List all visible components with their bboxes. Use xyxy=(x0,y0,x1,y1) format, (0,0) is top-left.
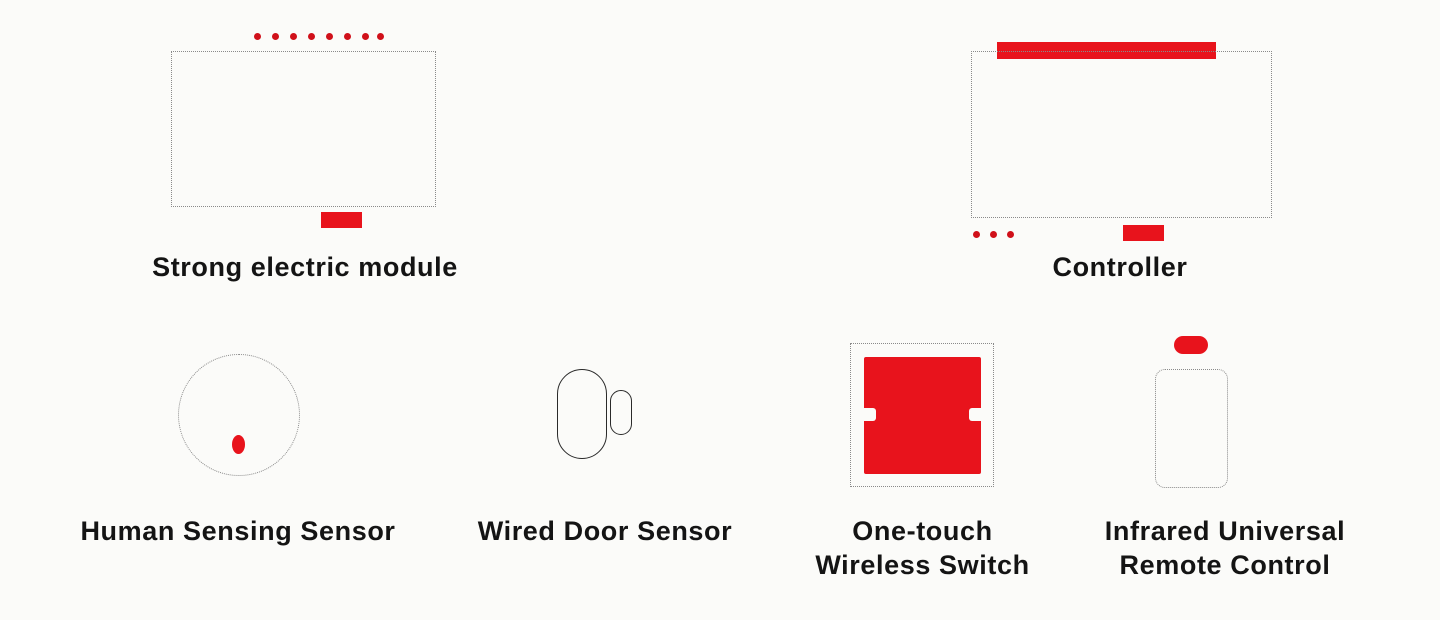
indicator-dot xyxy=(377,33,384,40)
indicator-dot xyxy=(1007,231,1014,238)
indicator-dot xyxy=(254,33,261,40)
indicator-dot xyxy=(362,33,369,40)
remote-body-outline xyxy=(1155,369,1228,488)
product-label: Human Sensing Sensor xyxy=(80,516,396,546)
product-label: One-touch Wireless Switch xyxy=(780,514,1065,582)
indicator-dot xyxy=(290,33,297,40)
product-label: Controller xyxy=(1052,252,1188,282)
controller-terminal xyxy=(1123,225,1164,241)
label-line: Remote Control xyxy=(1119,550,1331,580)
product-label: Strong electric module xyxy=(152,252,458,282)
switch-notch-left xyxy=(864,408,876,421)
switch-notch-right xyxy=(969,408,981,421)
door-sensor-magnet xyxy=(610,390,632,435)
indicator-dot xyxy=(308,33,315,40)
sensor-body-outline xyxy=(178,354,300,476)
product-label: Infrared Universal Remote Control xyxy=(1070,514,1380,582)
module-terminal xyxy=(321,212,362,228)
indicator-dot xyxy=(344,33,351,40)
door-sensor-main-body xyxy=(557,369,607,459)
label-line: Wireless Switch xyxy=(815,550,1030,580)
indicator-dot xyxy=(990,231,997,238)
controller-body-outline xyxy=(971,51,1272,218)
label-line: One-touch xyxy=(852,516,993,546)
switch-outline xyxy=(850,343,994,487)
indicator-dot xyxy=(272,33,279,40)
sensor-indicator xyxy=(232,435,245,454)
switch-button xyxy=(864,357,981,474)
controller-top-strip xyxy=(997,42,1216,59)
module-body-outline xyxy=(171,51,436,207)
product-label: Wired Door Sensor xyxy=(477,516,733,546)
label-line: Infrared Universal xyxy=(1104,516,1346,546)
indicator-dot xyxy=(326,33,333,40)
indicator-dot xyxy=(973,231,980,238)
ir-emitter xyxy=(1174,336,1208,354)
